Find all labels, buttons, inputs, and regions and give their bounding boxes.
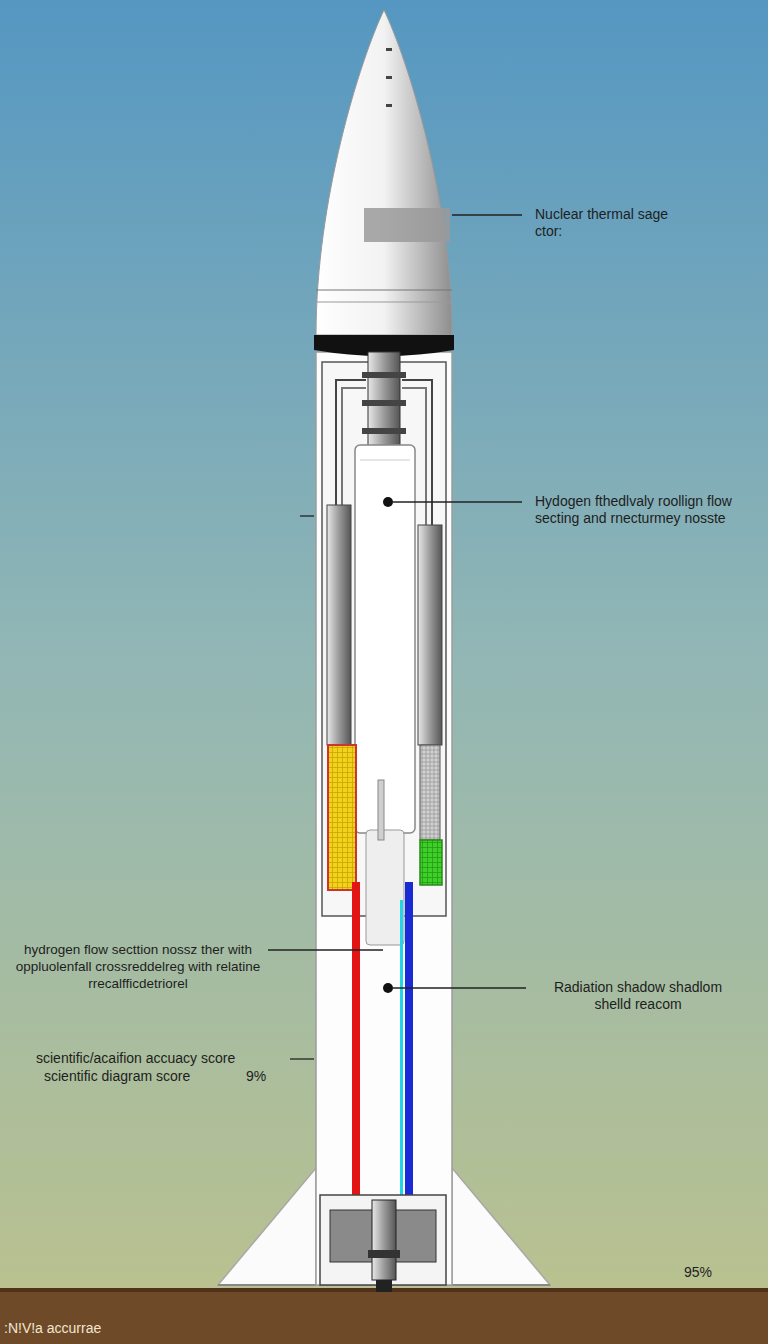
- leader-lines: [290, 1058, 314, 1059]
- flow-label: hydrogen flow secttion nossz ther with o…: [12, 941, 264, 992]
- leader-lines: [268, 215, 526, 1059]
- score-label: scientific diagram score: [44, 1068, 234, 1085]
- reactor-core: [327, 352, 442, 945]
- nose-cone: [316, 289, 452, 290]
- rocket-body: [316, 352, 452, 1285]
- nose-cone: [316, 10, 452, 335]
- leader-lines: [383, 983, 393, 993]
- flow-lines: [352, 882, 413, 1200]
- rocket-body: [322, 362, 446, 916]
- watermark: :N!V!a accurrae: [4, 1320, 204, 1337]
- rocket-body: [316, 352, 452, 1285]
- stage-label: Nuclear thermal sage ctor:: [535, 206, 685, 240]
- flow-lines: [405, 882, 413, 1200]
- nose-cone: [386, 48, 392, 51]
- nose-cone: [364, 208, 450, 242]
- nozzle-section: [320, 1195, 446, 1285]
- reactor-core: [362, 400, 406, 406]
- reactor-core: [362, 372, 406, 378]
- nose-cone: [316, 302, 452, 303]
- leader-lines: [300, 515, 314, 516]
- reactor-core: [418, 525, 442, 745]
- flow-lines: [352, 882, 360, 1200]
- reactor-core: [366, 830, 404, 945]
- nose-cone: [386, 104, 392, 107]
- reactor-core: [378, 780, 384, 840]
- score-value: 95%: [684, 1264, 754, 1281]
- reactor-core: [362, 428, 406, 434]
- nozzle-section: [376, 1280, 392, 1292]
- shield-label: Radiation shadow shadlom shelld reacom: [538, 979, 738, 1013]
- reactor-core: [355, 445, 415, 833]
- score-label: scientific/acaifion accuacy score: [36, 1050, 286, 1067]
- nose-cone: [386, 76, 392, 79]
- rocket-fins: [218, 1168, 316, 1285]
- rocket-fins: [452, 1168, 550, 1285]
- reactor-core: [327, 505, 351, 745]
- reactor-core: [420, 745, 440, 840]
- background: [0, 1290, 768, 1344]
- leader-lines: [393, 501, 522, 502]
- nose-cone: [314, 10, 454, 356]
- flow-label: Hydogen fthedlvaly roollign flow secting…: [535, 493, 735, 527]
- nozzle-section: [320, 1195, 446, 1292]
- leader-lines: [268, 949, 383, 950]
- reactor-core: [420, 840, 442, 885]
- flow-lines: [400, 900, 403, 1200]
- leader-lines: [452, 214, 522, 215]
- leader-lines: [393, 987, 526, 988]
- nozzle-section: [372, 1200, 396, 1280]
- leader-lines: [383, 497, 393, 507]
- reactor-core: [328, 745, 356, 890]
- nozzle-section: [368, 1250, 400, 1258]
- score-value: 9%: [246, 1068, 286, 1085]
- reactor-core: [360, 460, 410, 461]
